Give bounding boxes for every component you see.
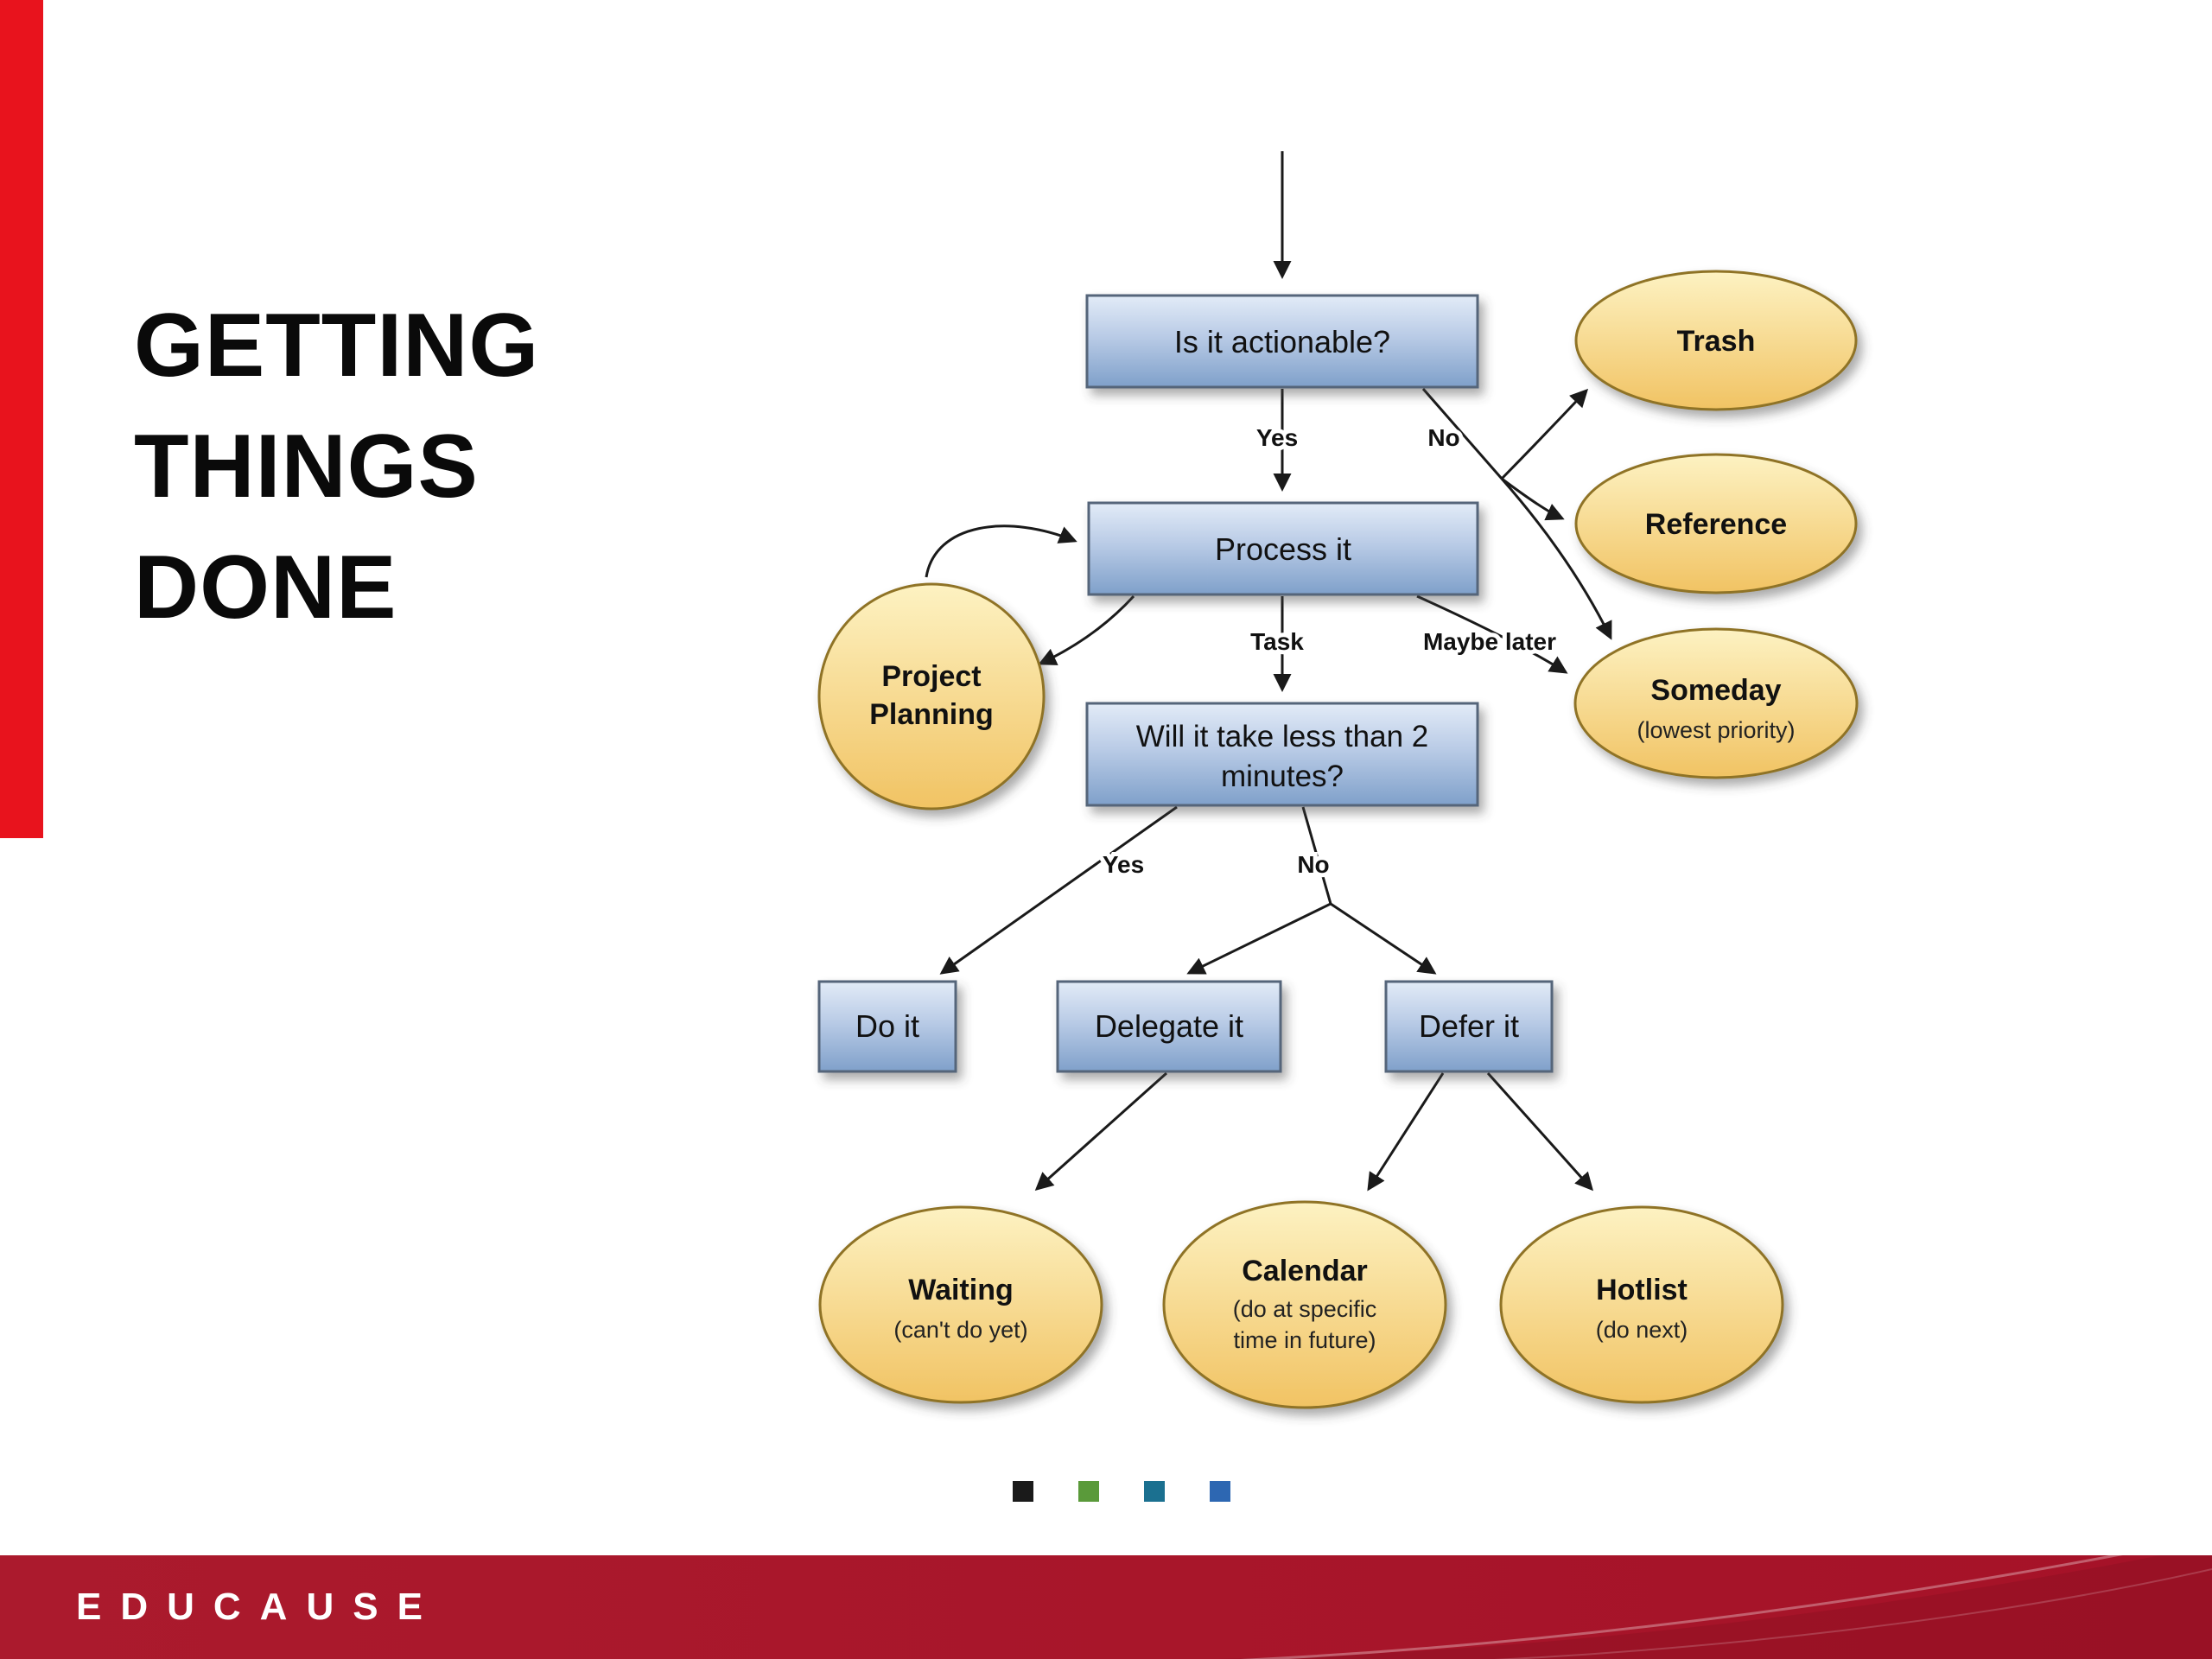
edge-no-to-trash (1500, 388, 1589, 480)
title-line-1: GETTING (134, 296, 540, 396)
node-actionable-label: Is it actionable? (1174, 324, 1390, 359)
edge-label-no1: No (1427, 424, 1459, 451)
node-process-box (1087, 501, 1479, 596)
node-hotlist-sub: (do next) (1596, 1317, 1688, 1343)
edge-maybe-later (1416, 594, 1568, 674)
title-line-2: THINGS (134, 416, 479, 517)
node-project-planning-line1: Project (881, 660, 981, 693)
node-defer: Defer it (1384, 980, 1554, 1073)
node-defer-label: Defer it (1419, 1008, 1519, 1044)
node-calendar: Calendar (do at specific time in future) (1162, 1200, 1447, 1409)
node-delegate-box (1056, 980, 1282, 1073)
node-delegate: Delegate it (1056, 980, 1282, 1073)
node-calendar-sub1: (do at specific (1233, 1296, 1377, 1322)
node-defer-box (1384, 980, 1554, 1073)
node-project-planning-line2: Planning (869, 698, 994, 731)
node-two-minutes-box (1085, 702, 1479, 807)
edge-defer-to-calendar (1367, 1072, 1445, 1192)
node-do-it-box (817, 980, 957, 1073)
node-waiting-sub: (can't do yet) (893, 1317, 1027, 1343)
node-reference: Reference (1574, 453, 1858, 594)
node-someday: Someday (lowest priority) (1573, 627, 1859, 779)
node-two-minutes-line2: minutes? (1221, 760, 1344, 793)
node-trash: Trash (1574, 270, 1858, 411)
edge-no-to-reference (1501, 477, 1565, 521)
swoosh-highlight-1 (1239, 1555, 2123, 1659)
footer-bullet-squares (1013, 1481, 1230, 1502)
title-line-3: DONE (134, 537, 397, 638)
edge-label-maybe-later: Maybe later (1423, 628, 1556, 655)
node-do-it-label: Do it (855, 1008, 919, 1044)
educause-logo: EDUCAUSE (76, 1586, 442, 1628)
node-hotlist-ellipse (1499, 1205, 1784, 1404)
node-trash-ellipse (1574, 270, 1858, 411)
edge-planning-to-process (925, 524, 1077, 578)
node-calendar-sub2: time in future) (1233, 1327, 1376, 1353)
node-process: Process it (1087, 501, 1479, 596)
node-project-planning: Project Planning (817, 582, 1046, 810)
bullet-square-teal (1144, 1481, 1165, 1502)
node-two-minutes: Will it take less than 2 minutes? (1085, 702, 1479, 807)
node-hotlist-label: Hotlist (1596, 1274, 1688, 1306)
edge-label-yes1: Yes (1256, 424, 1298, 451)
edge-defer-to-hotlist (1486, 1071, 1594, 1192)
node-calendar-ellipse (1162, 1200, 1447, 1409)
swoosh-highlight-2 (1493, 1568, 2212, 1659)
node-hotlist: Hotlist (do next) (1499, 1205, 1784, 1404)
node-waiting-ellipse (818, 1205, 1103, 1404)
footer-bar: EDUCAUSE (0, 1555, 2212, 1659)
node-reference-ellipse (1574, 453, 1858, 594)
node-reference-label: Reference (1645, 508, 1787, 541)
node-process-label: Process it (1215, 531, 1351, 567)
node-do-it: Do it (817, 980, 957, 1073)
edge-delegate-to-waiting (1034, 1071, 1167, 1191)
bullet-square-blue (1210, 1481, 1230, 1502)
node-calendar-label: Calendar (1242, 1255, 1368, 1287)
node-someday-sub: (lowest priority) (1637, 717, 1795, 743)
bullet-square-green (1078, 1481, 1099, 1502)
edge-label-yes2: Yes (1103, 851, 1144, 878)
edge-actionable-no-stem (1421, 388, 1503, 480)
node-project-planning-circle (817, 582, 1046, 810)
node-waiting-label: Waiting (908, 1274, 1014, 1306)
node-someday-ellipse (1573, 627, 1859, 779)
edge-twominutes-no-defer (1330, 902, 1437, 975)
node-delegate-label: Delegate it (1095, 1008, 1243, 1044)
edge-process-to-planning (1038, 594, 1135, 665)
node-actionable-box (1085, 294, 1479, 389)
node-actionable: Is it actionable? (1085, 294, 1479, 389)
edge-label-no2: No (1297, 851, 1329, 878)
left-accent-bar (0, 0, 43, 838)
edge-twominutes-no-delegate (1186, 806, 1332, 975)
node-someday-label: Someday (1650, 674, 1781, 707)
node-waiting: Waiting (can't do yet) (818, 1205, 1103, 1404)
edge-no-to-someday (1500, 478, 1612, 640)
node-two-minutes-line1: Will it take less than 2 (1136, 720, 1428, 753)
swoosh-band (1218, 1555, 2212, 1659)
bullet-square-black (1013, 1481, 1033, 1502)
node-trash-label: Trash (1677, 325, 1756, 358)
footer-swoosh-graphic (1218, 1555, 2212, 1659)
edge-label-task: Task (1250, 628, 1304, 655)
edge-twominutes-yes (939, 805, 1178, 975)
slide-title: GETTING THINGS DONE (134, 285, 539, 648)
